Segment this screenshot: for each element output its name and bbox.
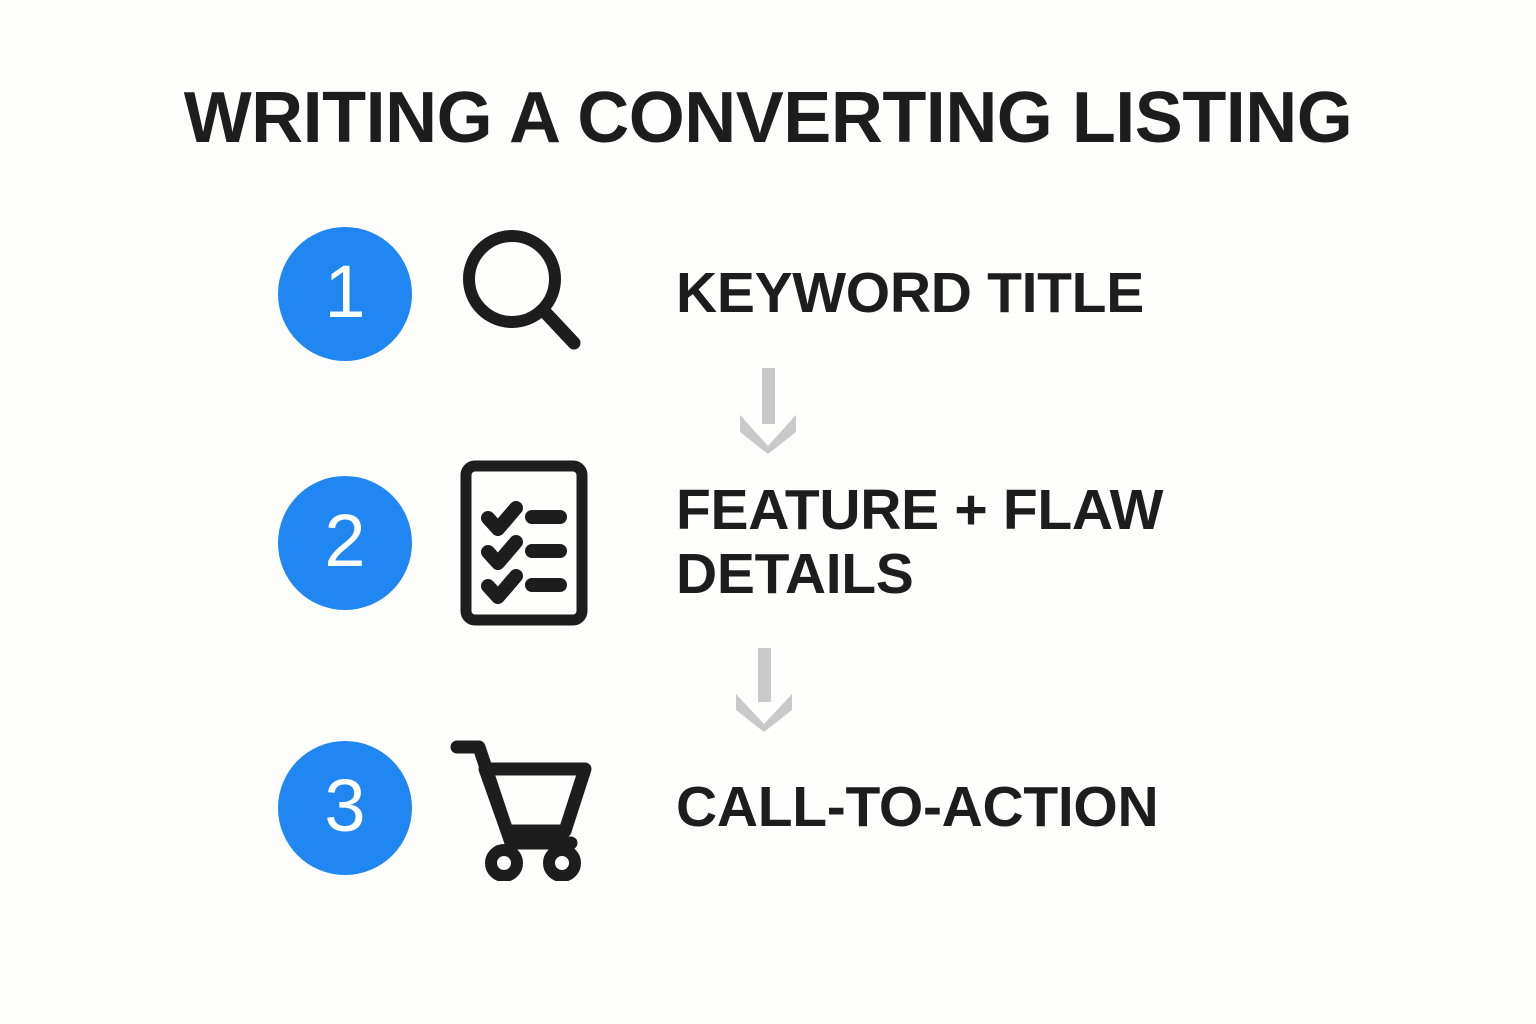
step-label-2: FEATURE + FLAW DETAILS [676, 478, 1164, 606]
step-label-3: CALL-TO-ACTION [676, 775, 1159, 840]
shopping-cart-icon [424, 738, 624, 881]
step-item-1: 1 KEYWORD TITLE [278, 224, 1144, 364]
step-number-label-1: 1 [324, 250, 366, 333]
arrow-down-icon [733, 648, 795, 737]
checklist-icon [424, 460, 624, 626]
step-number-label-2: 2 [324, 499, 366, 582]
step-item-2: 2 FEATURE + FLAW DETAILS [278, 460, 1164, 626]
arrow-down-icon [737, 368, 799, 459]
search-icon [424, 224, 624, 364]
step-label-1: KEYWORD TITLE [676, 261, 1144, 326]
step-number-badge-2: 2 [278, 476, 412, 610]
page-title: WRITING A CONVERTING LISTING [183, 78, 1353, 158]
step-number-label-3: 3 [324, 764, 366, 847]
step-number-badge-1: 1 [278, 227, 412, 361]
step-number-badge-3: 3 [278, 741, 412, 875]
step-item-3: 3 CALL-TO-ACTION [278, 738, 1159, 881]
